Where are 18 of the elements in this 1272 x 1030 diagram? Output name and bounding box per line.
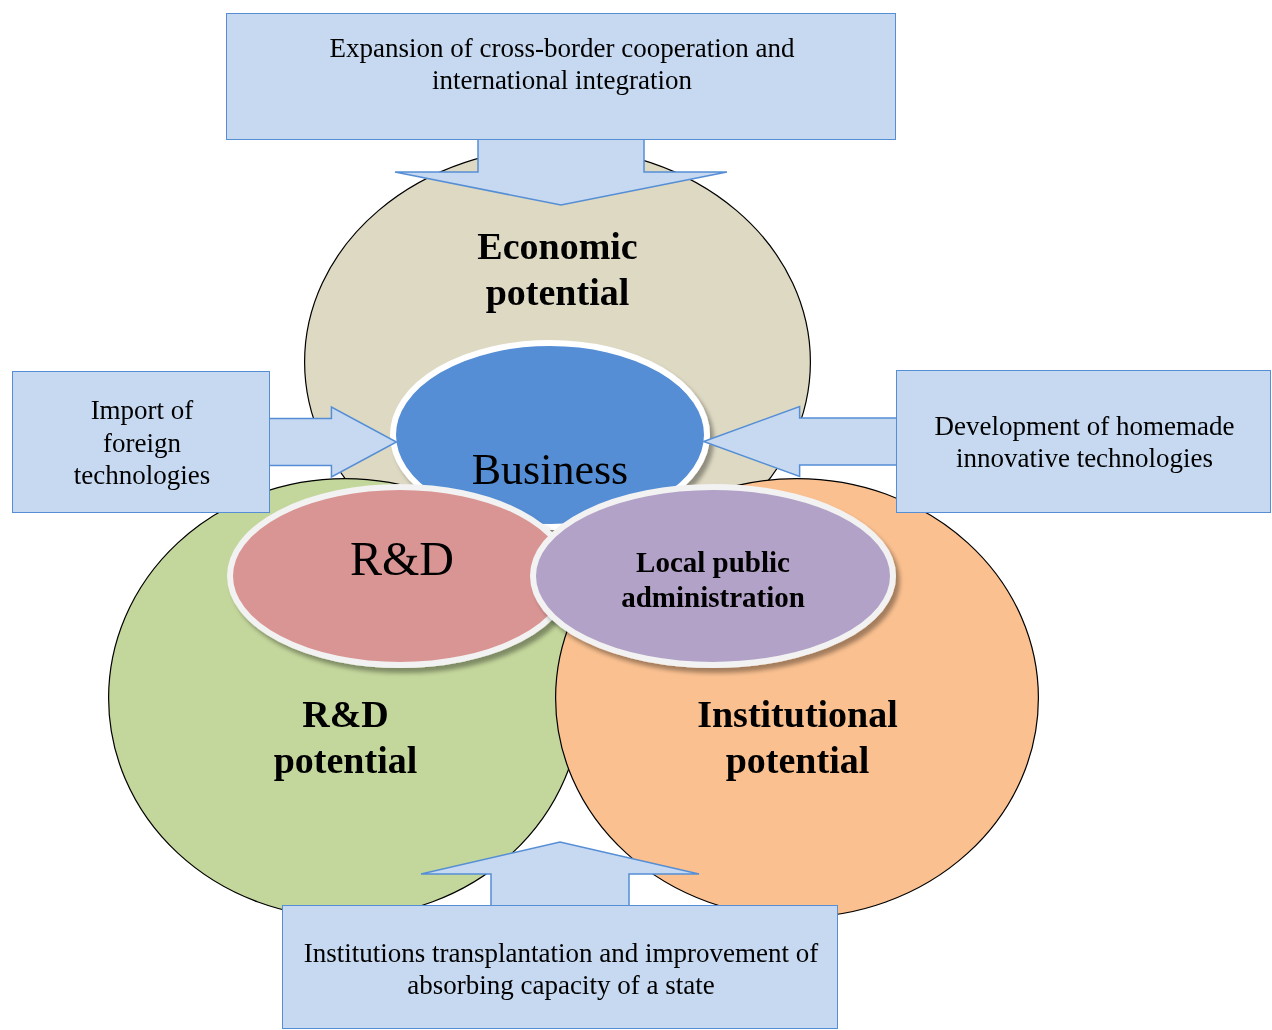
callout-box [12, 371, 270, 513]
callout-text: Import of foreign technologies [72, 394, 212, 492]
callout-text: Development of homemade innovative technologies [933, 409, 1236, 475]
callout-text: Institutions transplantation and improvement of absorbing capacity of a state [302, 936, 820, 1002]
ellipse-label: Local public administration [621, 545, 805, 615]
callout-text: Expansion of cross-border cooperation and international integration [328, 31, 796, 97]
callout-box [896, 370, 1271, 513]
block-arrow [267, 405, 399, 479]
block-arrow [394, 137, 728, 206]
block-arrow [420, 841, 700, 908]
ellipse-label: Economic potential [476, 223, 639, 315]
ellipse-label: R&D [350, 531, 454, 588]
ellipse-label: R&D potential [272, 692, 419, 783]
ellipse-label: Business [471, 443, 629, 496]
ellipse-label: Institutional potential [696, 692, 899, 783]
block-arrow [701, 405, 899, 478]
callout-box [282, 905, 838, 1029]
callout-box [226, 13, 896, 140]
